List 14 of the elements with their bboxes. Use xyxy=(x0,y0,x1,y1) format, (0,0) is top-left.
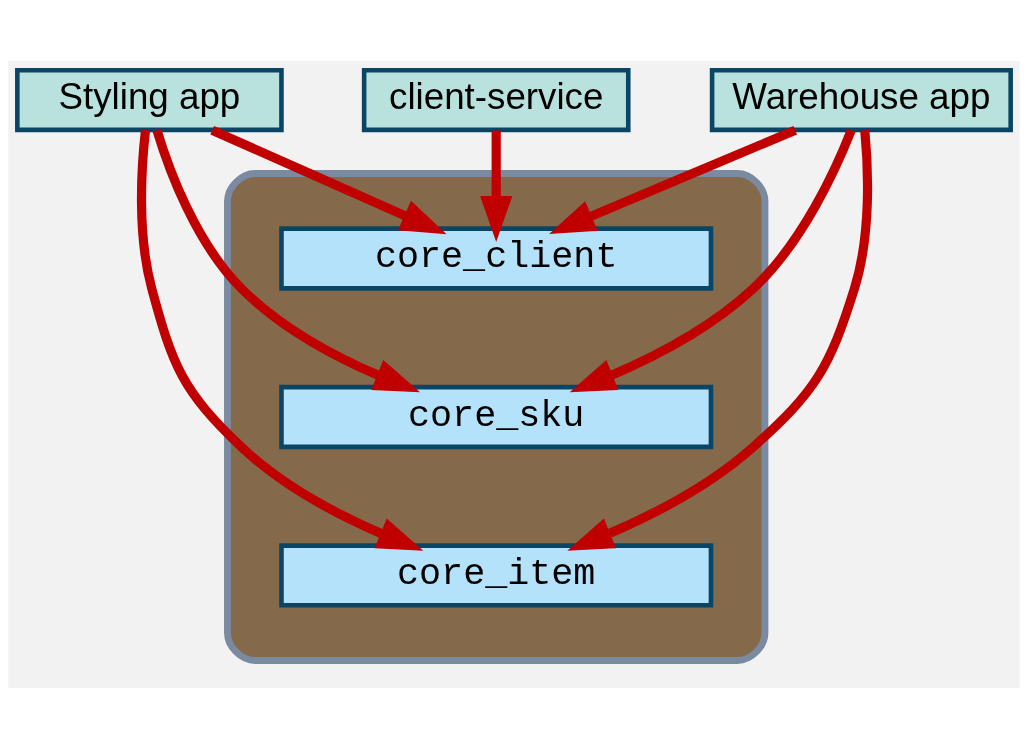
arrow xyxy=(569,128,856,393)
arrow xyxy=(480,130,513,243)
node-box: core_item xyxy=(279,543,714,608)
node-box: Styling app xyxy=(15,67,284,133)
cluster xyxy=(224,170,769,664)
arrow xyxy=(210,126,447,235)
node-box: core_sku xyxy=(279,384,714,450)
arrow xyxy=(549,125,798,234)
arrow xyxy=(567,129,873,551)
arrow xyxy=(152,128,421,393)
node-box: client-service xyxy=(361,67,631,133)
node-box: Warehouse app xyxy=(709,67,1013,133)
arrow xyxy=(136,129,424,551)
node-box: core_client xyxy=(279,226,714,291)
